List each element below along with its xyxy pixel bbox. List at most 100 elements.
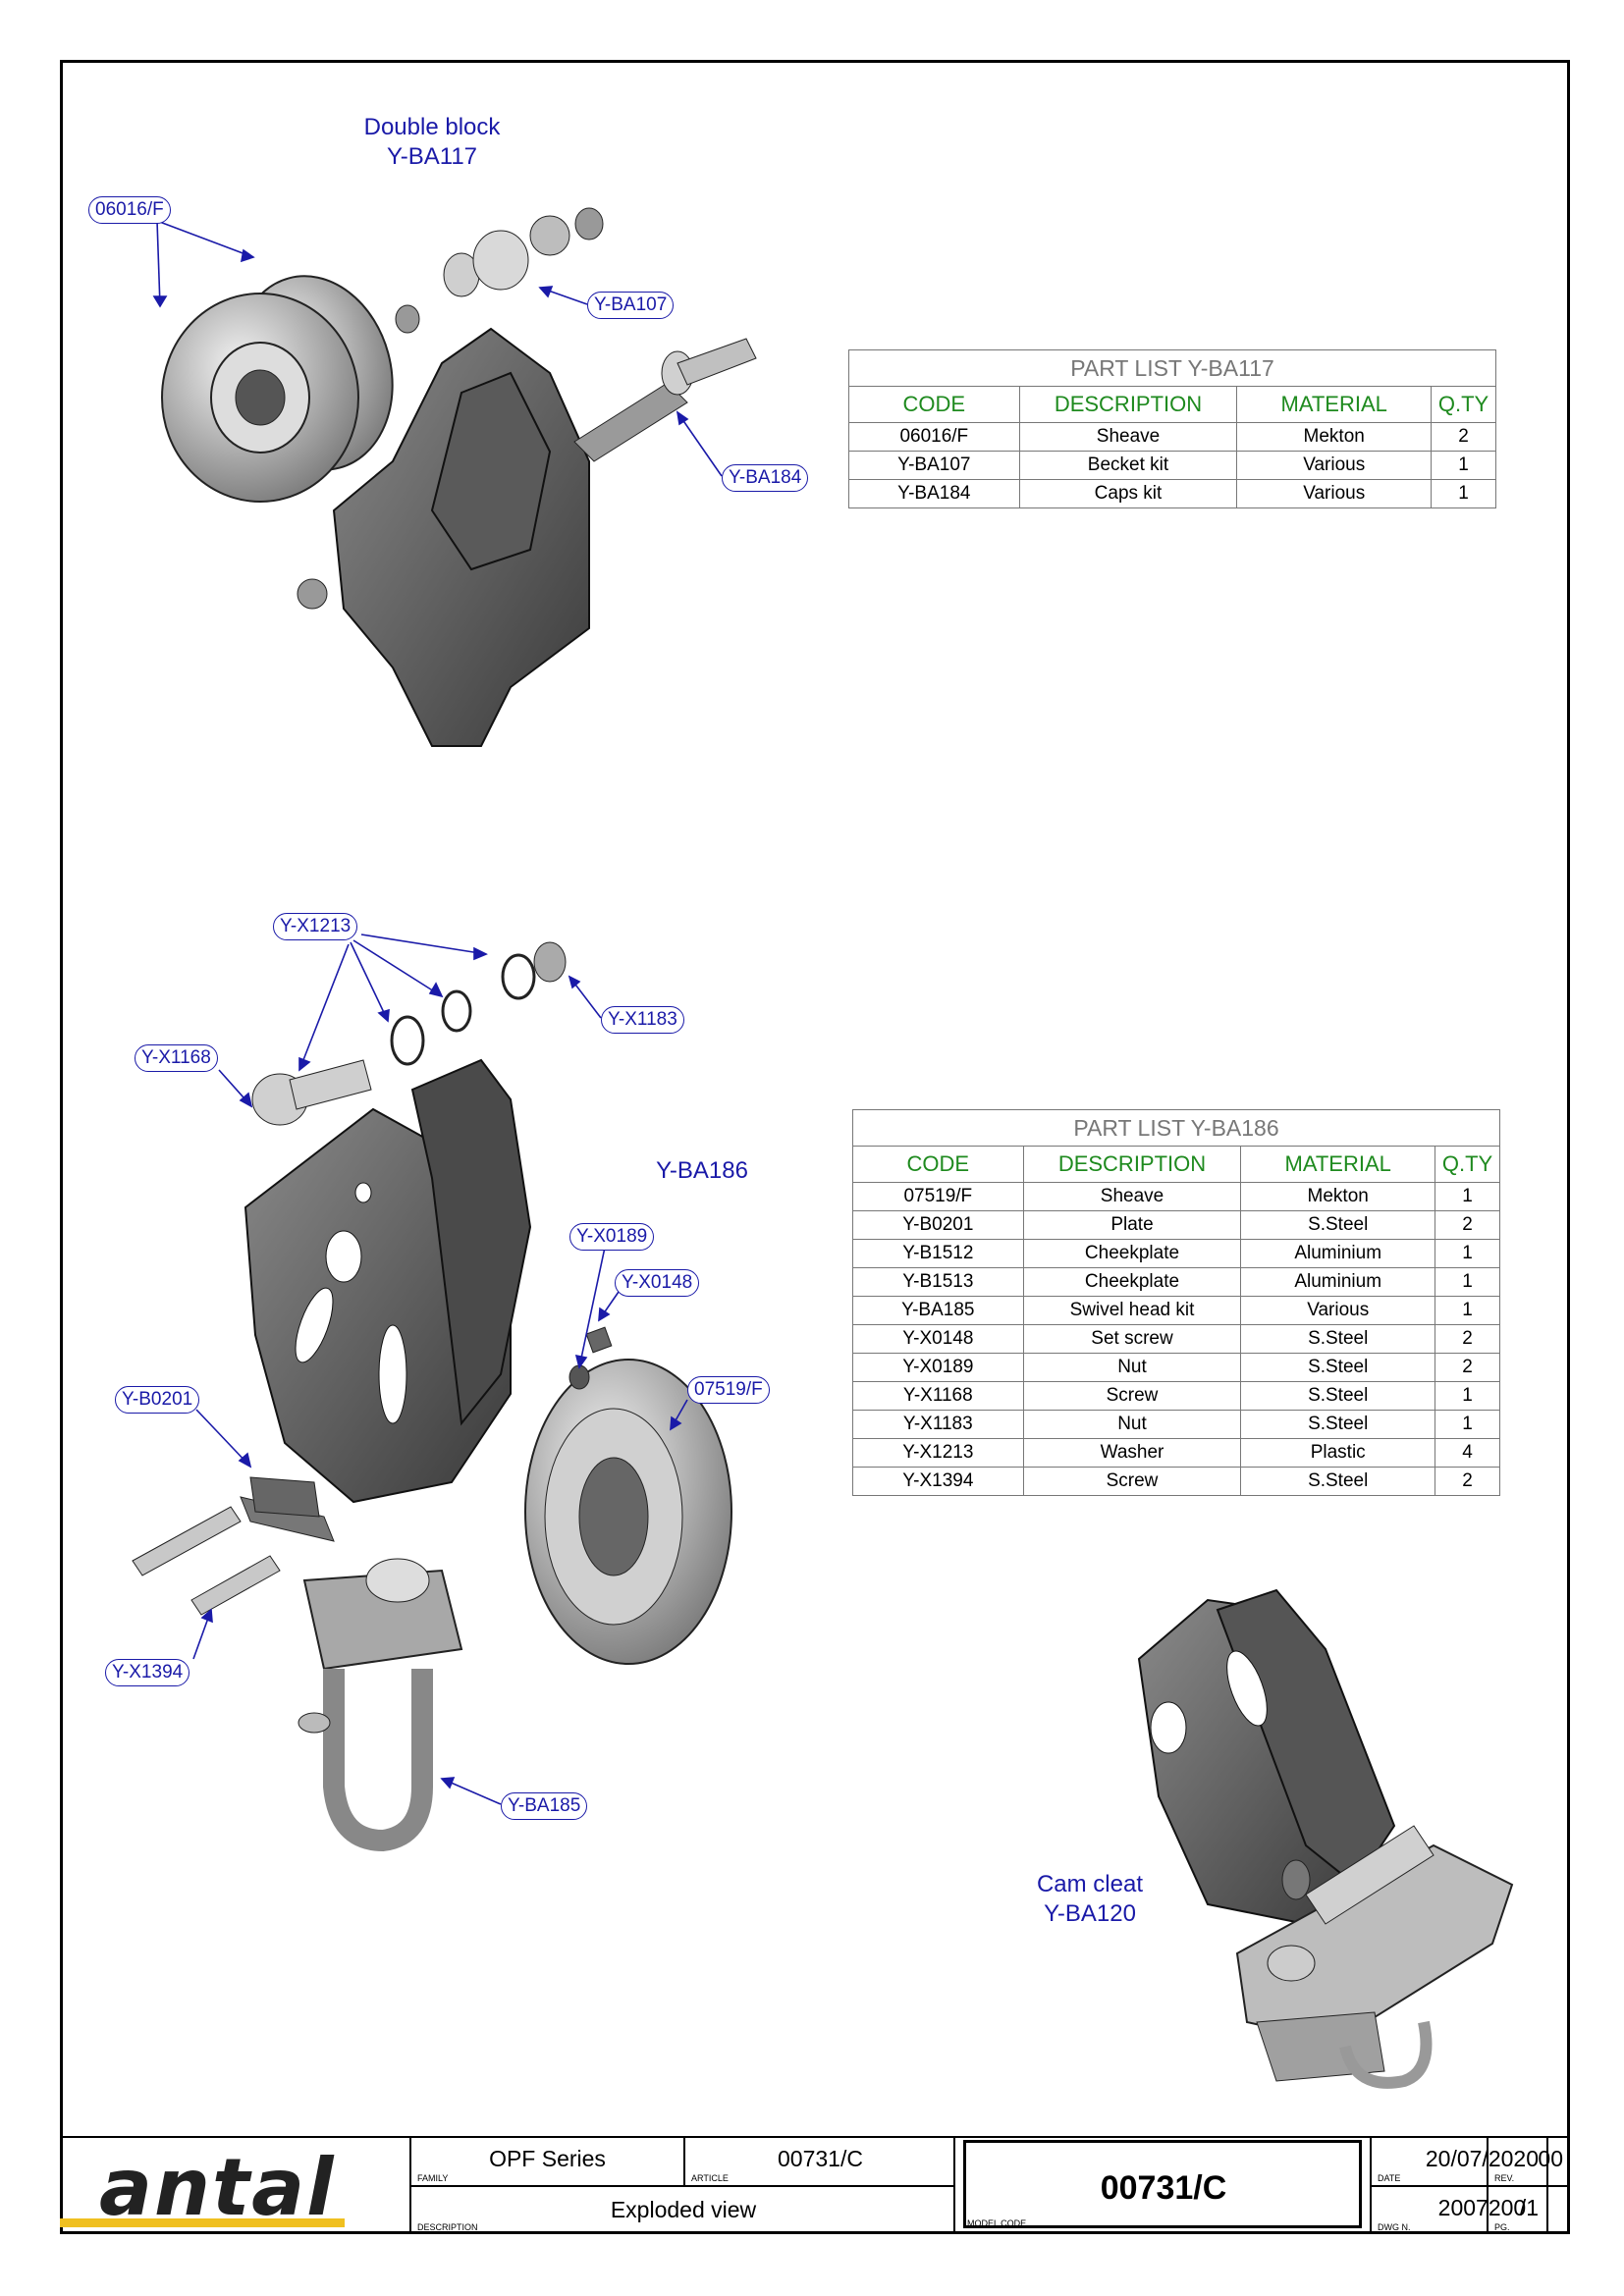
callout-y-x1213: Y-X1213 <box>273 913 358 940</box>
cell-qty: 1 <box>1435 1296 1500 1325</box>
drawing-sheet-border <box>60 60 1570 2234</box>
cell-code: Y-X1183 <box>852 1410 1024 1439</box>
col-header-code: CODE <box>848 386 1020 423</box>
cell-description: Nut <box>1022 1410 1242 1439</box>
cell-material: Aluminium <box>1240 1239 1436 1268</box>
cell-material: Various <box>1240 1296 1436 1325</box>
antal-logo: antal <box>60 2136 409 2234</box>
double-block-drawing <box>161 207 757 747</box>
cell-qty: 2 <box>1431 422 1496 452</box>
col-header-qty: Q.TY <box>1431 386 1496 423</box>
double-block-title: Double block Y-BA117 <box>334 113 530 172</box>
title-block-left-section: OPF Series FAMILY 00731/C ARTICLE Explod… <box>409 2136 955 2234</box>
cell-description: Screw <box>1022 1381 1242 1411</box>
article-label: ARTICLE <box>691 2173 729 2183</box>
callout-y-b0201: Y-B0201 <box>115 1386 200 1414</box>
pg-value: / <box>1519 2195 1527 2220</box>
model-code-section: 00731/C MODEL CODE <box>953 2136 1370 2234</box>
cell-material: S.Steel <box>1240 1353 1436 1382</box>
cell-code: Y-X0148 <box>852 1324 1024 1354</box>
cell-description: Screw <box>1022 1467 1242 1496</box>
description-label: DESCRIPTION <box>417 2222 478 2232</box>
col-header-description: DESCRIPTION <box>1018 386 1238 423</box>
cell-description: Cheekplate <box>1022 1239 1242 1268</box>
cell-material: S.Steel <box>1240 1210 1436 1240</box>
title-block: antal OPF Series FAMILY 00731/C ARTICLE … <box>60 2136 1570 2234</box>
rev-pg-section: 00 REV. / PG. <box>1487 2136 1567 2234</box>
col-header-material: MATERIAL <box>1236 386 1433 423</box>
cell-qty: 2 <box>1435 1324 1500 1354</box>
cell-code: 06016/F <box>848 422 1020 452</box>
part-list-title: PART LIST Y-BA186 <box>852 1109 1500 1147</box>
cell-description: Washer <box>1022 1438 1242 1468</box>
cell-description: Becket kit <box>1018 451 1238 480</box>
cell-code: Y-B0201 <box>852 1210 1024 1240</box>
callout-y-x1168: Y-X1168 <box>135 1044 218 1072</box>
cell-material: S.Steel <box>1240 1410 1436 1439</box>
cell-qty: 1 <box>1435 1182 1500 1211</box>
callout-y-x0189: Y-X0189 <box>569 1223 655 1251</box>
cell-material: S.Steel <box>1240 1324 1436 1354</box>
cell-material: Various <box>1236 451 1433 480</box>
article-value: 00731/C <box>778 2146 863 2171</box>
cell-code: Y-BA185 <box>852 1296 1024 1325</box>
dwg-label: DWG N. <box>1378 2222 1411 2232</box>
cell-code: Y-B1512 <box>852 1239 1024 1268</box>
callout-07519f: 07519/F <box>687 1376 770 1404</box>
cell-qty: 1 <box>1435 1267 1500 1297</box>
cell-code: Y-X1213 <box>852 1438 1024 1468</box>
cam-cleat-title: Cam cleat Y-BA120 <box>1011 1870 1168 1929</box>
col-header-material: MATERIAL <box>1240 1146 1436 1183</box>
cell-code: Y-X1394 <box>852 1467 1024 1496</box>
double-block-name: Double block <box>363 114 501 140</box>
model-code-label: MODEL CODE <box>967 2218 1027 2228</box>
cell-qty: 1 <box>1431 479 1496 508</box>
date-value: 20/07/2020 <box>1425 2146 1539 2171</box>
leader-lines <box>152 220 723 1805</box>
col-header-qty: Q.TY <box>1435 1146 1500 1183</box>
cell-code: Y-X0189 <box>852 1353 1024 1382</box>
cell-material: S.Steel <box>1240 1467 1436 1496</box>
cell-material: S.Steel <box>1240 1381 1436 1411</box>
cam-cleat-name: Cam cleat <box>1036 1871 1144 1897</box>
rev-label: REV. <box>1494 2173 1515 2183</box>
cell-description: Swivel head kit <box>1022 1296 1242 1325</box>
cell-qty: 1 <box>1435 1239 1500 1268</box>
callout-06016f: 06016/F <box>88 196 171 224</box>
cam-cleat-code: Y-BA120 <box>1044 1900 1136 1927</box>
pg-label: PG. <box>1494 2222 1510 2232</box>
cell-material: Aluminium <box>1240 1267 1436 1297</box>
callout-y-x1183: Y-X1183 <box>601 1006 684 1034</box>
callout-y-ba184: Y-BA184 <box>722 464 809 492</box>
cell-code: Y-B1513 <box>852 1267 1024 1297</box>
cell-description: Sheave <box>1022 1182 1242 1211</box>
description-value: Exploded view <box>610 2197 757 2222</box>
svg-text:antal: antal <box>99 2142 336 2233</box>
cell-qty: 2 <box>1435 1353 1500 1382</box>
callout-y-ba107: Y-BA107 <box>587 292 675 319</box>
cell-description: Plate <box>1022 1210 1242 1240</box>
date-label: DATE <box>1378 2173 1401 2183</box>
family-value: OPF Series <box>489 2146 606 2171</box>
cell-qty: 1 <box>1435 1381 1500 1411</box>
cell-description: Set screw <box>1022 1324 1242 1354</box>
cell-qty: 1 <box>1431 451 1496 480</box>
part-list-y-ba186: PART LIST Y-BA186 CODE DESCRIPTION MATER… <box>852 1109 1500 1496</box>
cell-qty: 1 <box>1435 1410 1500 1439</box>
callout-y-x1394: Y-X1394 <box>105 1659 190 1686</box>
swivel-block-code: Y-BA186 <box>656 1157 748 1184</box>
cell-qty: 2 <box>1435 1467 1500 1496</box>
